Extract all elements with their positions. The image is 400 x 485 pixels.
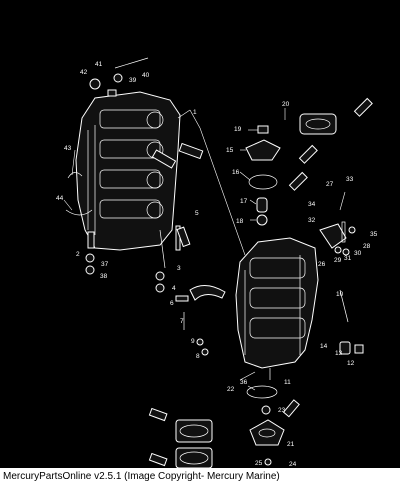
- callout-39[interactable]: 39: [129, 77, 137, 84]
- bottom-seal-stack[interactable]: [175, 368, 285, 468]
- callout-26[interactable]: 26: [318, 261, 326, 268]
- callout-19[interactable]: 19: [234, 126, 242, 133]
- callout-23[interactable]: 23: [278, 407, 286, 414]
- callout-20[interactable]: 20: [282, 101, 290, 108]
- callout-44[interactable]: 44: [56, 195, 64, 202]
- callout-3[interactable]: 3: [177, 265, 181, 272]
- callout-21[interactable]: 21: [287, 441, 295, 448]
- callout-1[interactable]: 1: [193, 109, 197, 116]
- callout-40[interactable]: 40: [142, 72, 150, 79]
- callout-14[interactable]: 14: [320, 343, 328, 350]
- leader-lines: [63, 108, 346, 391]
- callout-37[interactable]: 37: [101, 261, 109, 268]
- callout-32[interactable]: 32: [308, 217, 316, 224]
- callout-numbers: 1 2 3 4 5 6 7 8 9 10 11 12 13 14 15 16 1…: [56, 61, 378, 468]
- callout-35[interactable]: 35: [370, 231, 378, 238]
- callout-6[interactable]: 6: [170, 300, 174, 307]
- callout-38[interactable]: 38: [100, 273, 108, 280]
- exploded-parts-diagram: 1 2 3 4 5 6 7 8 9 10 11 12 13 14 15 16 1…: [56, 57, 378, 468]
- callout-4[interactable]: 4: [172, 285, 176, 292]
- callout-11[interactable]: 11: [284, 379, 291, 386]
- callout-28[interactable]: 28: [363, 243, 371, 250]
- callout-5[interactable]: 5: [195, 210, 199, 217]
- callout-29[interactable]: 29: [334, 257, 342, 264]
- callout-22[interactable]: 22: [227, 386, 235, 393]
- callout-17[interactable]: 17: [240, 198, 248, 205]
- callout-27[interactable]: 27: [326, 181, 334, 188]
- callout-24[interactable]: 24: [289, 461, 297, 468]
- callout-8[interactable]: 8: [196, 353, 200, 360]
- top-fittings[interactable]: [89, 57, 149, 97]
- cylinder-block-left[interactable]: [75, 91, 181, 251]
- copyright-caption: MercuryPartsOnline v2.5.1 (Image Copyrig…: [0, 468, 400, 485]
- callout-10[interactable]: 10: [336, 291, 344, 298]
- callout-41[interactable]: 41: [95, 61, 103, 68]
- callout-43[interactable]: 43: [64, 145, 72, 152]
- cylinder-block-right[interactable]: [235, 237, 319, 369]
- callout-16[interactable]: 16: [232, 169, 240, 176]
- sealant-tubes: [148, 97, 373, 467]
- callout-30[interactable]: 30: [354, 250, 362, 257]
- callout-25[interactable]: 25: [255, 460, 263, 467]
- callout-13[interactable]: 13: [335, 350, 343, 357]
- callout-34[interactable]: 34: [308, 201, 316, 208]
- callout-36[interactable]: 36: [240, 379, 248, 386]
- callout-18[interactable]: 18: [236, 218, 244, 225]
- callout-2[interactable]: 2: [76, 251, 80, 258]
- callout-12[interactable]: 12: [347, 360, 355, 367]
- callout-42[interactable]: 42: [80, 69, 88, 76]
- callout-31[interactable]: 31: [344, 255, 352, 262]
- left-side-parts[interactable]: [65, 172, 226, 356]
- callout-33[interactable]: 33: [346, 176, 354, 183]
- callout-15[interactable]: 15: [226, 147, 234, 154]
- callout-9[interactable]: 9: [191, 338, 195, 345]
- callout-7[interactable]: 7: [180, 318, 184, 325]
- right-side-parts[interactable]: [245, 113, 364, 355]
